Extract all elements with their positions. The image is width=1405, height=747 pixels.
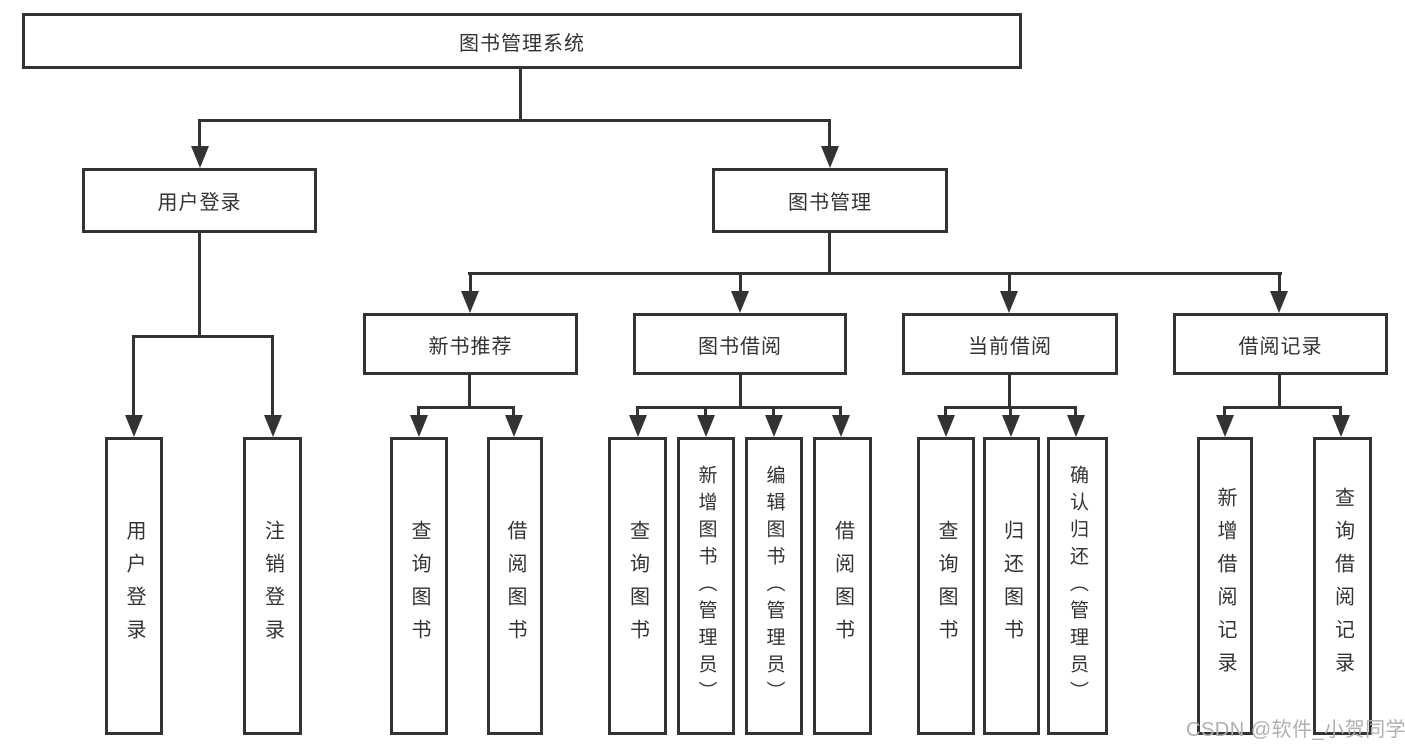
arrow-down-icon bbox=[505, 415, 523, 437]
leaf-borrow-books-label: 借阅图书 bbox=[504, 520, 526, 652]
connector-branch-book-borrow bbox=[739, 272, 742, 295]
connector-branch bbox=[1009, 406, 1012, 419]
leaf-query-books-label: 查询图书 bbox=[626, 520, 649, 652]
leaf-add-book-admin-label: 新增图书（管理员） bbox=[695, 464, 717, 708]
node-user-login: 用户登录 bbox=[82, 168, 317, 233]
root-node-library-management-system: 图书管理系统 bbox=[22, 13, 1022, 69]
connector-new-books-rail bbox=[417, 406, 515, 409]
leaf-return-book: 归还图书 bbox=[983, 437, 1040, 735]
leaf-query-books-label: 查询图书 bbox=[408, 520, 430, 652]
arrow-down-icon bbox=[1000, 291, 1018, 313]
connector-book-management-stem bbox=[828, 233, 831, 272]
connector-borrow-records-stem bbox=[1278, 375, 1281, 406]
leaf-add-book-admin: 新增图书（管理员） bbox=[677, 437, 735, 735]
connector-branch-borrow-records bbox=[1278, 272, 1281, 295]
node-book-management-label: 图书管理 bbox=[788, 192, 872, 214]
connector-user-login-stem bbox=[198, 233, 201, 335]
arrow-down-icon bbox=[765, 415, 783, 437]
connector-user-login-rail bbox=[132, 335, 273, 338]
leaf-add-borrow-record: 新增借阅记录 bbox=[1197, 437, 1253, 735]
leaf-user-login-label: 用户登录 bbox=[123, 520, 145, 652]
leaf-query-books-recommend: 查询图书 bbox=[390, 437, 448, 735]
leaf-return-book-label: 归还图书 bbox=[1000, 520, 1023, 652]
connector-branch bbox=[704, 406, 707, 419]
arrow-down-icon bbox=[697, 415, 715, 437]
arrow-down-icon bbox=[1067, 415, 1085, 437]
arrow-down-icon bbox=[461, 291, 479, 313]
leaf-query-books-borrow: 查询图书 bbox=[608, 437, 667, 735]
leaf-user-login: 用户登录 bbox=[105, 437, 163, 735]
node-new-book-recommend: 新书推荐 bbox=[363, 313, 578, 375]
connector-book-borrow-rail bbox=[636, 406, 842, 409]
leaf-query-books-current: 查询图书 bbox=[917, 437, 975, 735]
node-book-management: 图书管理 bbox=[712, 168, 948, 233]
leaf-query-borrow-record: 查询借阅记录 bbox=[1313, 437, 1372, 735]
connector-branch-leaf-logout bbox=[271, 335, 274, 419]
connector-branch-leaf-user-login bbox=[132, 335, 135, 419]
connector-branch bbox=[636, 406, 639, 419]
connector-branch bbox=[417, 406, 420, 419]
arrow-down-icon bbox=[821, 146, 839, 168]
leaf-confirm-return-admin-label: 确认归还（管理员） bbox=[1067, 464, 1088, 708]
watermark: CSDN @软件_小贺同学 bbox=[1186, 719, 1405, 741]
connector-branch bbox=[944, 406, 947, 419]
arrow-down-icon bbox=[731, 291, 749, 313]
connector-branch bbox=[512, 406, 515, 419]
leaf-edit-book-admin: 编辑图书（管理员） bbox=[745, 437, 803, 735]
node-new-book-recommend-label: 新书推荐 bbox=[428, 335, 513, 358]
leaf-borrow-books-recommend: 借阅图书 bbox=[487, 437, 543, 735]
connector-book-management-rail bbox=[468, 272, 1282, 275]
leaf-confirm-return-admin: 确认归还（管理员） bbox=[1047, 437, 1108, 735]
node-current-borrow: 当前借阅 bbox=[902, 313, 1118, 375]
leaf-add-borrow-record-label: 新增借阅记录 bbox=[1214, 487, 1236, 685]
arrow-down-icon bbox=[1002, 415, 1020, 437]
connector-branch-book-management bbox=[828, 119, 831, 149]
connector-branch bbox=[772, 406, 775, 419]
connector-root-rail bbox=[198, 119, 831, 122]
arrow-down-icon bbox=[191, 146, 209, 168]
leaf-query-books-label: 查询图书 bbox=[935, 520, 957, 652]
connector-new-books-stem bbox=[468, 375, 471, 406]
arrow-down-icon bbox=[264, 415, 282, 437]
arrow-down-icon bbox=[937, 415, 955, 437]
arrow-down-icon bbox=[125, 415, 143, 437]
connector-root-stem bbox=[519, 69, 522, 119]
node-borrow-records: 借阅记录 bbox=[1173, 313, 1388, 375]
connector-branch bbox=[1223, 406, 1226, 419]
leaf-logout: 注销登录 bbox=[243, 437, 302, 735]
leaf-borrow-books-label: 借阅图书 bbox=[831, 520, 854, 652]
connector-current-borrow-stem bbox=[1008, 375, 1011, 406]
arrow-down-icon bbox=[832, 415, 850, 437]
connector-branch bbox=[1074, 406, 1077, 419]
node-borrow-records-label: 借阅记录 bbox=[1238, 335, 1323, 358]
node-book-borrow: 图书借阅 bbox=[633, 313, 847, 375]
arrow-down-icon bbox=[1270, 291, 1288, 313]
connector-branch bbox=[1339, 406, 1342, 419]
connector-branch-user-login bbox=[198, 119, 201, 149]
node-current-borrow-label: 当前借阅 bbox=[968, 335, 1052, 358]
root-node-label: 图书管理系统 bbox=[459, 32, 585, 55]
arrow-down-icon bbox=[1332, 415, 1350, 437]
leaf-borrow-books: 借阅图书 bbox=[813, 437, 872, 735]
leaf-logout-label: 注销登录 bbox=[261, 520, 284, 652]
node-book-borrow-label: 图书借阅 bbox=[698, 335, 782, 358]
leaf-query-borrow-record-label: 查询借阅记录 bbox=[1331, 487, 1354, 685]
connector-branch bbox=[839, 406, 842, 419]
leaf-edit-book-admin-label: 编辑图书（管理员） bbox=[763, 464, 785, 708]
arrow-down-icon bbox=[629, 415, 647, 437]
node-user-login-label: 用户登录 bbox=[157, 192, 242, 214]
connector-book-borrow-stem bbox=[739, 375, 742, 406]
connector-borrow-records-rail bbox=[1223, 406, 1342, 409]
connector-branch-new-books bbox=[469, 272, 472, 295]
connector-branch-current-borrow bbox=[1008, 272, 1011, 295]
arrow-down-icon bbox=[1216, 415, 1234, 437]
arrow-down-icon bbox=[410, 415, 428, 437]
